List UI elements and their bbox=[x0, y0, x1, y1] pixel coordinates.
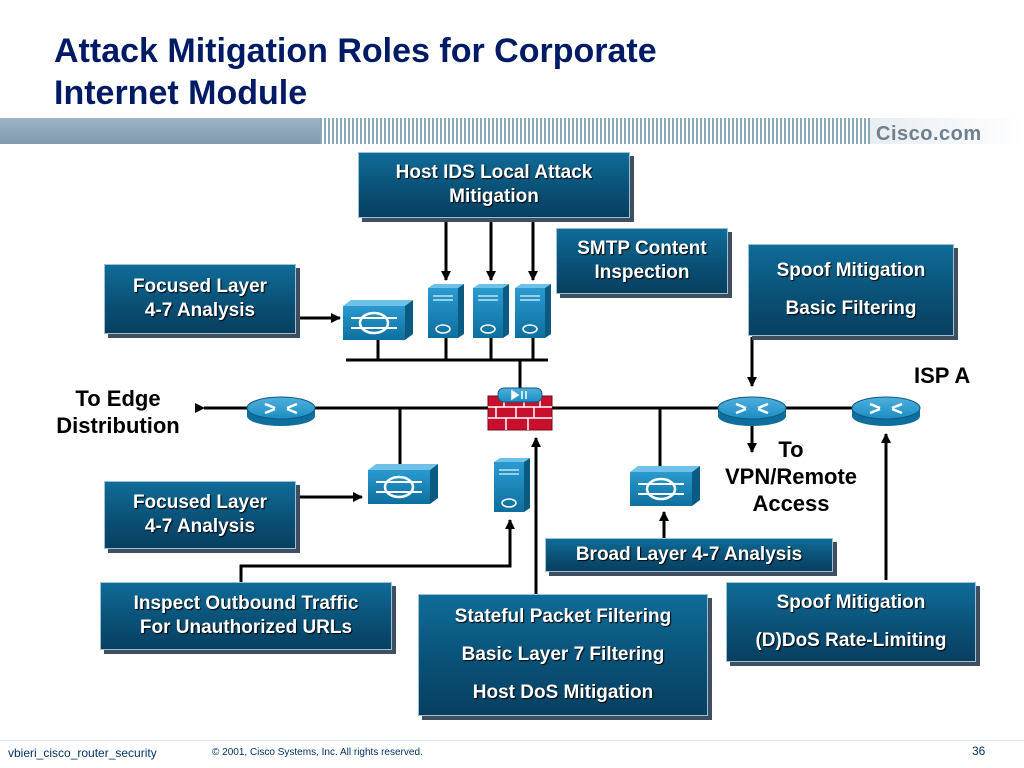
inspect-outbound-box: Inspect Outbound Traffic For Unauthorize… bbox=[100, 582, 392, 650]
focused-bottom-box: Focused Layer 4-7 Analysis bbox=[104, 481, 296, 549]
edge-line-2: Distribution bbox=[56, 413, 180, 438]
switch-lower-icon bbox=[368, 464, 438, 504]
host-ids-box: Host IDS Local Attack Mitigation bbox=[358, 152, 630, 218]
header-band bbox=[0, 118, 1024, 144]
inspect-arrow bbox=[239, 519, 515, 582]
stateful-line-1: Stateful Packet Filtering bbox=[454, 606, 672, 627]
footer-copyright: © 2001, Cisco Systems, Inc. All rights r… bbox=[212, 747, 423, 758]
spoof-top-line-2: Basic Filtering bbox=[785, 298, 917, 319]
header-band-solid bbox=[0, 118, 320, 144]
inspect-line-2: For Unauthorized URLs bbox=[139, 617, 353, 638]
page-number: 36 bbox=[972, 744, 986, 758]
server-2-icon bbox=[473, 284, 509, 338]
host-ids-line-1: Host IDS Local Attack bbox=[395, 162, 593, 183]
smtp-line-1: SMTP Content bbox=[577, 238, 707, 259]
slide-title-line-1: Attack Mitigation Roles for Corporate bbox=[54, 32, 657, 70]
spoof-bottom-box: Spoof Mitigation (D)DoS Rate-Limiting bbox=[726, 582, 976, 662]
focused-bottom-line-2: 4-7 Analysis bbox=[144, 516, 256, 537]
stateful-filtering-box: Stateful Packet Filtering Basic Layer 7 … bbox=[418, 594, 708, 716]
inspect-line-1: Inspect Outbound Traffic bbox=[133, 593, 359, 614]
focused-top-box: Focused Layer 4-7 Analysis bbox=[104, 264, 296, 334]
slide-title-line-2: Internet Module bbox=[54, 74, 308, 112]
stateful-line-3: Host DoS Mitigation bbox=[472, 682, 654, 703]
focused-bottom-line-1: Focused Layer bbox=[132, 492, 268, 513]
edge-line-1: To Edge bbox=[75, 386, 161, 411]
header-band-stripes bbox=[320, 118, 870, 144]
footer-divider bbox=[0, 740, 1024, 741]
spoof-bottom-line-2: (D)DoS Rate-Limiting bbox=[755, 630, 947, 651]
smtp-line-2: Inspection bbox=[594, 262, 690, 283]
smtp-box: SMTP Content Inspection bbox=[556, 228, 728, 294]
server-url-filter-icon bbox=[494, 458, 530, 512]
server-3-icon bbox=[515, 284, 551, 338]
edge-distribution-label: To Edge Distribution bbox=[44, 385, 192, 439]
host-ids-line-2: Mitigation bbox=[449, 186, 539, 207]
switch-broad-icon bbox=[630, 466, 700, 506]
stateful-line-2: Basic Layer 7 Filtering bbox=[461, 644, 665, 665]
broad-line-1: Broad Layer 4-7 Analysis bbox=[575, 544, 803, 565]
vpn-remote-label: To VPN/Remote Access bbox=[708, 436, 874, 517]
router-isp-icon bbox=[851, 396, 921, 426]
switch-top-icon bbox=[343, 300, 413, 340]
spoof-bottom-line-1: Spoof Mitigation bbox=[776, 592, 926, 613]
header-band-fade bbox=[870, 118, 1024, 144]
cisco-com-logo: Cisco.com bbox=[876, 123, 982, 145]
spoof-top-box: Spoof Mitigation Basic Filtering bbox=[748, 244, 954, 336]
vpn-line-3: Access bbox=[752, 491, 830, 516]
broad-analysis-box: Broad Layer 4-7 Analysis bbox=[545, 538, 833, 572]
focused-top-line-2: 4-7 Analysis bbox=[144, 300, 256, 321]
firewall-icon bbox=[487, 387, 553, 431]
router-vpn-icon bbox=[717, 396, 787, 426]
focused-top-line-1: Focused Layer bbox=[132, 276, 268, 297]
slide-title: Attack Mitigation Roles for Corporate In… bbox=[54, 30, 657, 114]
router-edge-icon bbox=[246, 396, 316, 426]
vpn-line-2: VPN/Remote bbox=[724, 464, 858, 489]
isp-label: ISP A bbox=[914, 363, 971, 388]
spoof-top-line-1: Spoof Mitigation bbox=[776, 260, 926, 281]
footer-author: vbieri_cisco_router_security bbox=[8, 746, 157, 760]
vpn-line-1: To bbox=[778, 437, 804, 462]
server-1-icon bbox=[428, 284, 464, 338]
